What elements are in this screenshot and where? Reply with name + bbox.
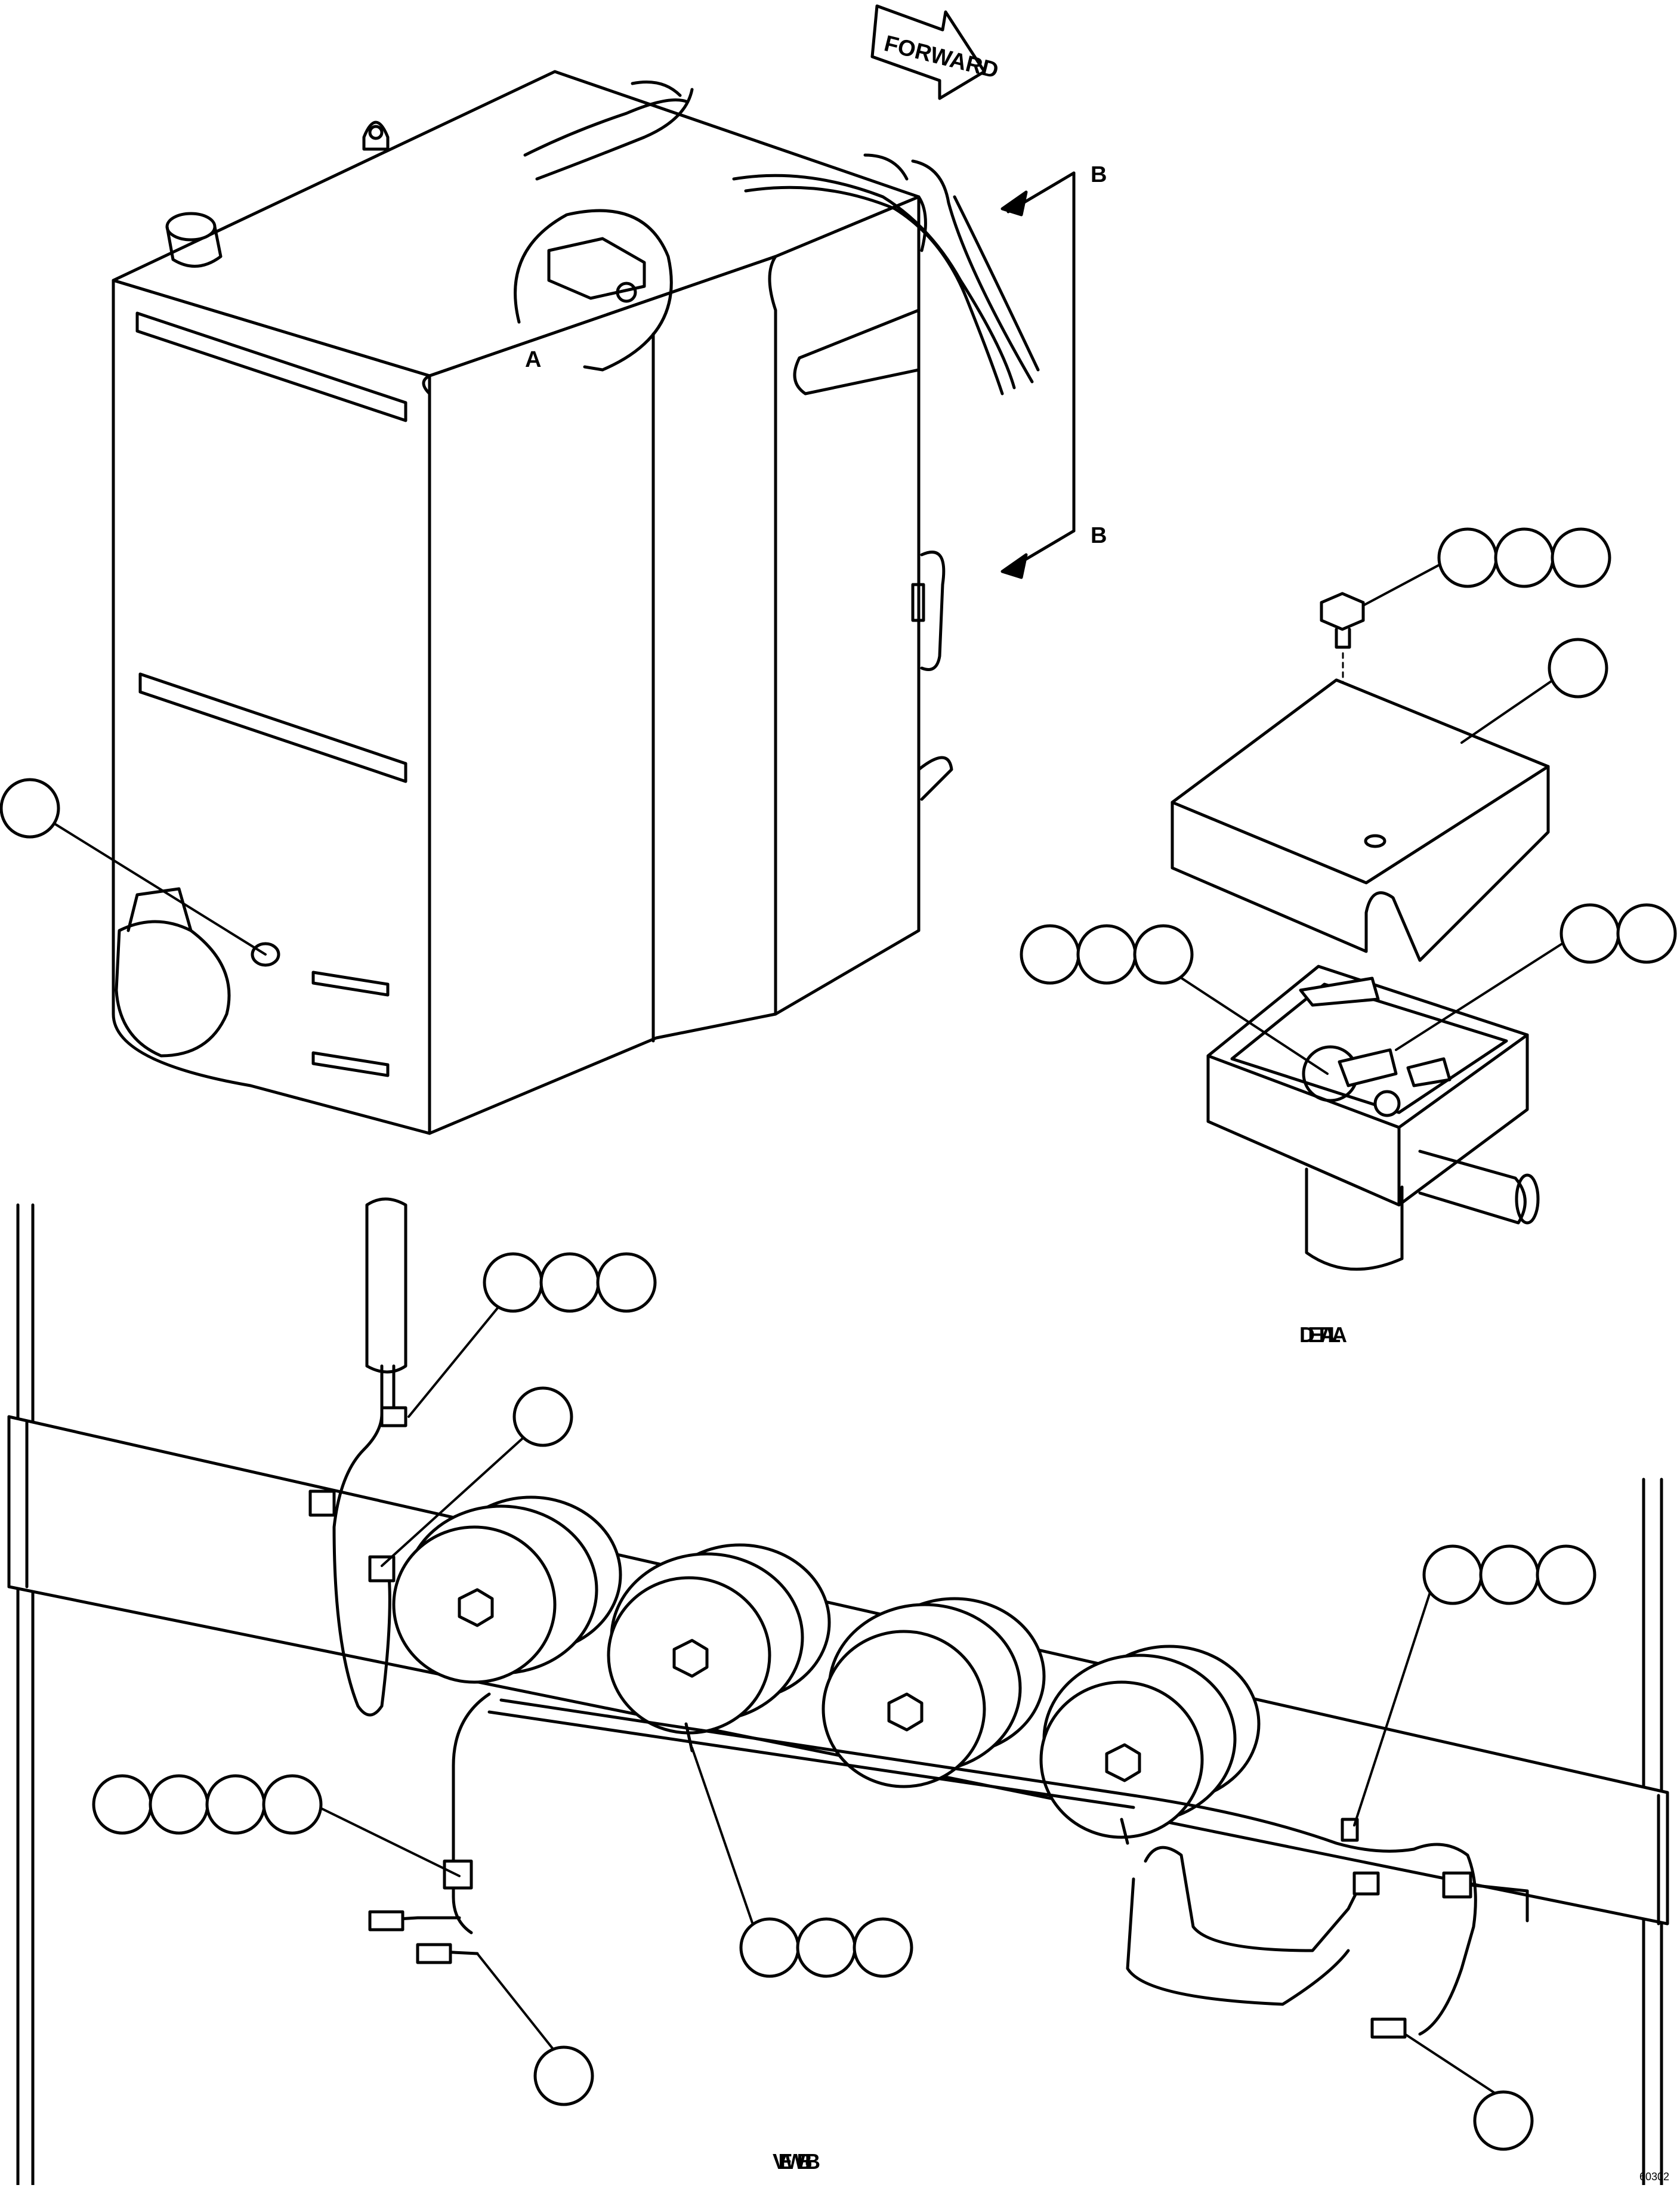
callout-circle — [149, 1774, 209, 1835]
callout-circles — [0, 527, 1677, 2151]
figure-code: 60302 — [1639, 2171, 1669, 2183]
callout-circle — [1536, 1544, 1596, 1605]
callout-circle — [205, 1774, 266, 1835]
detail-a-caption: DETAIL A — [1299, 1322, 1347, 1347]
callout-circle — [533, 2045, 594, 2106]
callout-circle — [262, 1774, 323, 1835]
callout-circle — [739, 1917, 800, 1978]
view-bb-caption: VIEW B-B — [773, 2149, 820, 2174]
roller-2 — [607, 1543, 831, 1735]
callout-circle — [596, 1252, 657, 1313]
callout-circle — [0, 778, 60, 839]
section-b-bottom-label: B — [1091, 523, 1107, 548]
callout-circle — [1551, 527, 1611, 588]
callout-circle — [1473, 2090, 1534, 2151]
callout-circle — [853, 1917, 913, 1978]
callout-circle — [1548, 638, 1608, 699]
callout-circle — [1616, 903, 1677, 964]
fuel-tank — [112, 70, 1040, 1135]
section-b-line — [1000, 171, 1076, 579]
view-bb — [7, 1197, 1669, 2187]
callout-circle — [796, 1917, 857, 1978]
callout-circle — [1559, 903, 1620, 964]
section-b-top-label: B — [1091, 162, 1107, 187]
callout-circle — [1494, 527, 1555, 588]
callout-circle — [512, 1386, 573, 1447]
callout-circle — [539, 1252, 600, 1313]
callout-circle — [1437, 527, 1498, 588]
view-a-marker: A — [525, 347, 541, 372]
callout-circle — [483, 1252, 543, 1313]
callout-circle — [92, 1774, 153, 1835]
roller-3 — [822, 1597, 1046, 1788]
callout-circle — [1479, 1544, 1540, 1605]
callout-circle — [1020, 924, 1080, 985]
callout-circle — [1076, 924, 1137, 985]
roller-1 — [392, 1495, 622, 1684]
callout-circle — [1422, 1544, 1483, 1605]
detail-a — [1171, 592, 1550, 1271]
callout-circle — [1133, 924, 1194, 985]
forward-arrow: FORWARD — [870, 4, 1001, 100]
